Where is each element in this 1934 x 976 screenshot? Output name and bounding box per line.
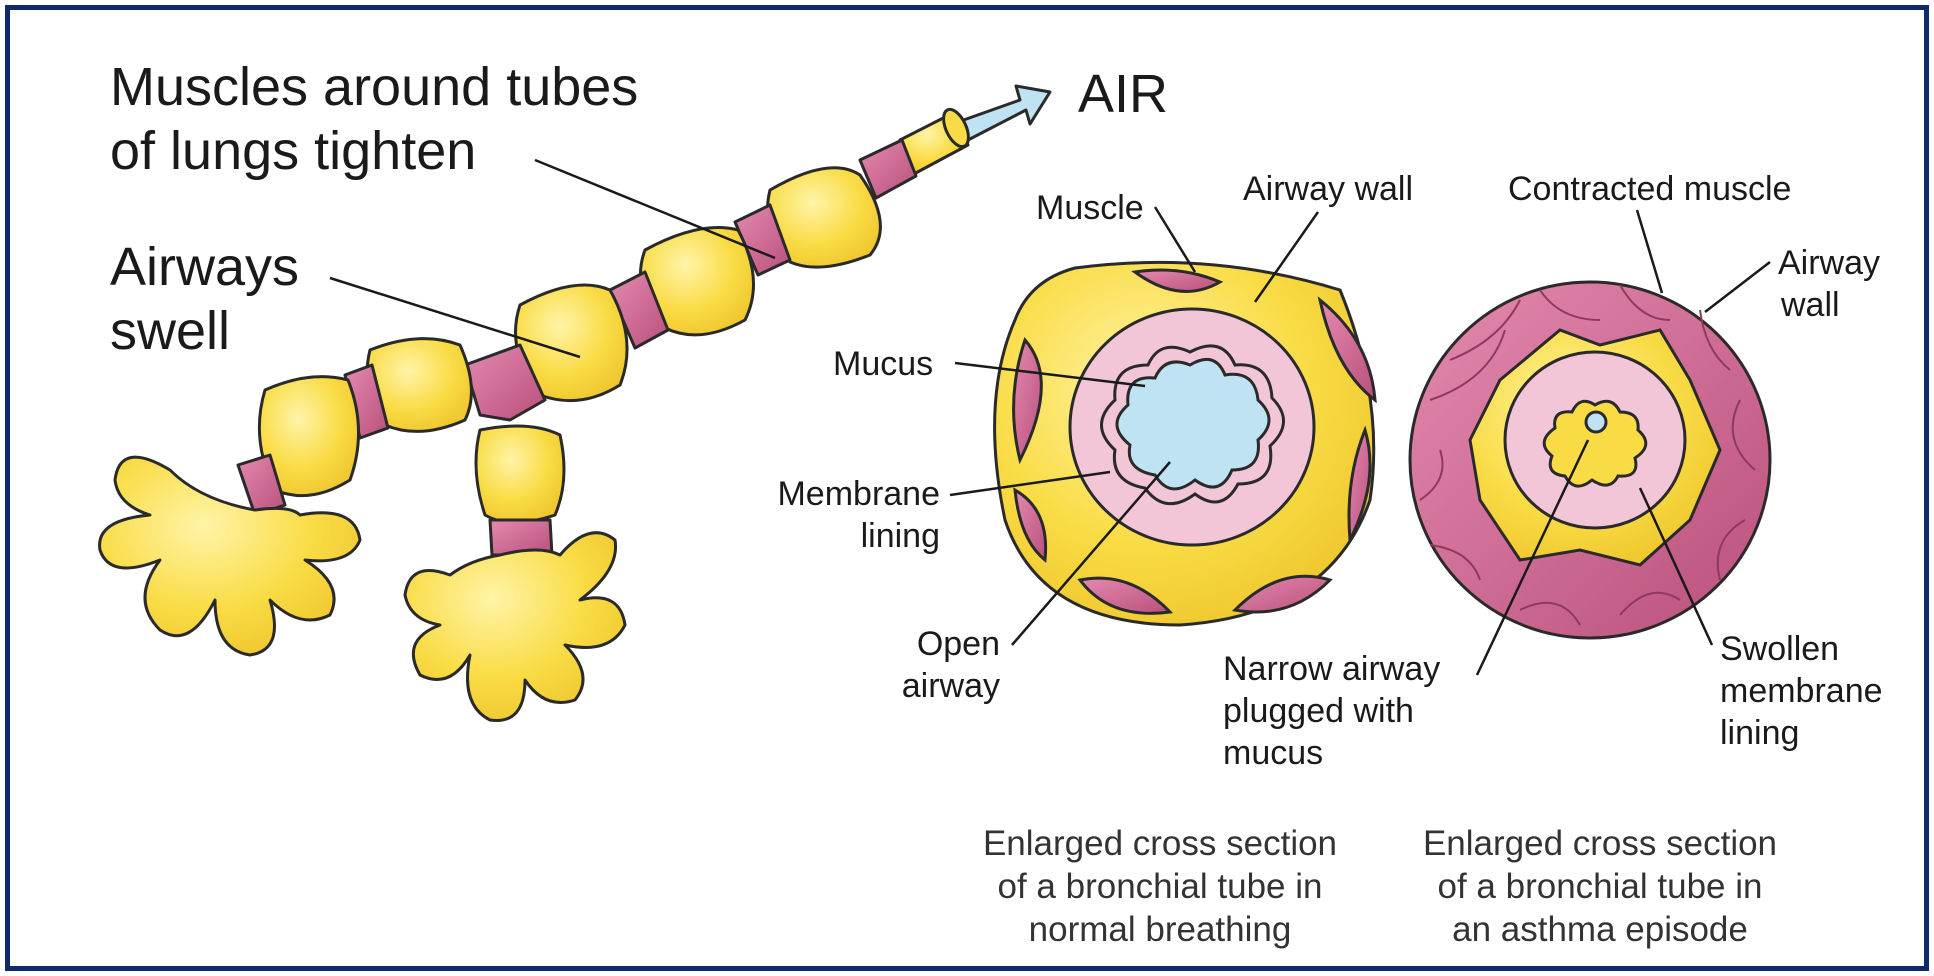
label-airways-swell-line2: swell [110,299,299,363]
caption-asthma: Enlarged cross section of a bronchial tu… [1380,822,1820,951]
label-airways-swell-line1: Airways [110,235,299,299]
alveoli-right [405,533,625,721]
label-muscles-tighten-line2: of lungs tighten [110,119,638,183]
caption-asthma-line1: Enlarged cross section [1380,822,1820,865]
label-narrow-airway-line3: mucus [1223,732,1440,774]
asthma-cross-section [1410,282,1770,638]
label-open-airway-line1: Open [880,623,1000,665]
label-swollen-membrane-line2: membrane [1720,670,1883,712]
label-air: AIR [1078,62,1168,126]
label-mucus: Mucus [833,343,933,385]
label-airway-wall-asthma: Airway wall [1778,242,1880,326]
label-narrow-airway-line1: Narrow airway [1223,648,1440,690]
caption-asthma-line3: an asthma episode [1380,908,1820,951]
label-muscles-tighten: Muscles around tubes of lungs tighten [110,55,638,183]
air-arrow [958,86,1050,140]
normal-cross-section [995,262,1375,625]
label-swollen-membrane-line1: Swollen [1720,628,1883,670]
label-open-airway-line2: airway [880,665,1000,707]
label-muscle: Muscle [1036,187,1144,229]
label-membrane-lining-line1: Membrane [752,473,940,515]
label-membrane-lining: Membrane lining [752,473,940,557]
label-narrow-airway-line2: plugged with [1223,690,1440,732]
label-contracted-muscle: Contracted muscle [1508,168,1791,210]
caption-normal-line1: Enlarged cross section [940,822,1380,865]
label-membrane-lining-line2: lining [752,515,940,557]
label-airway-wall-normal: Airway wall [1243,168,1413,210]
label-swollen-membrane: Swollen membrane lining [1720,628,1883,754]
caption-asthma-line2: of a bronchial tube in [1380,865,1820,908]
label-airways-swell: Airways swell [110,235,299,363]
label-airway-wall-asthma-line2: wall [1778,284,1880,326]
label-narrow-airway: Narrow airway plugged with mucus [1223,648,1440,774]
label-airway-wall-asthma-line1: Airway [1778,242,1880,284]
label-swollen-membrane-line3: lining [1720,712,1883,754]
label-muscles-tighten-line1: Muscles around tubes [110,55,638,119]
caption-normal: Enlarged cross section of a bronchial tu… [940,822,1380,951]
caption-normal-line3: normal breathing [940,908,1380,951]
caption-normal-line2: of a bronchial tube in [940,865,1380,908]
label-open-airway: Open airway [880,623,1000,707]
